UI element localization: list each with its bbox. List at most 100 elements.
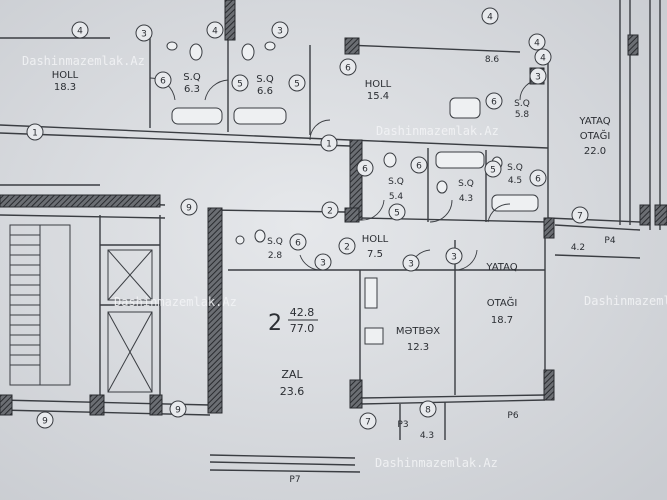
ref-circle-label: 4 xyxy=(487,13,493,23)
ref-circle-c1b: 1 xyxy=(320,134,338,152)
ref-circle-c5c: 5 xyxy=(388,203,406,221)
ref-circle-c6c: 6 xyxy=(485,92,503,110)
ref-circle-label: 6 xyxy=(295,239,301,249)
ref-circle-label: 3 xyxy=(320,259,326,269)
room-area-sq-d: 5.4 xyxy=(389,192,404,202)
apartment-total-area: 77.0 xyxy=(290,322,315,335)
watermark-3: Dashinmazemlak.Az xyxy=(114,295,237,309)
ref-circle-label: 1 xyxy=(32,129,38,139)
ref-circle-c9c: 9 xyxy=(169,400,187,418)
ref-circle-c3a: 3 xyxy=(135,24,153,42)
ref-circle-label: 2 xyxy=(344,243,350,253)
ref-circle-label: 5 xyxy=(237,80,243,90)
ref-circle-label: 4 xyxy=(534,39,540,49)
room-area-sq-b: 6.6 xyxy=(257,86,273,97)
ref-circle-label: 7 xyxy=(577,212,583,222)
room-name-sq-g: S.Q xyxy=(267,237,283,247)
balcony-area-4-2: 4.2 xyxy=(571,243,585,253)
room-name-yataq-right-2: OTAĞI xyxy=(487,296,518,309)
ref-circle-c7b: 7 xyxy=(359,412,377,430)
ref-circle-c6f: 6 xyxy=(529,169,547,187)
ref-circle-label: 9 xyxy=(42,417,48,427)
ref-circle-c4e: 4 xyxy=(534,48,552,66)
area-8-6: 8.6 xyxy=(485,55,500,65)
ref-circle-c9a: 9 xyxy=(180,198,198,216)
room-name-zal: ZAL xyxy=(281,368,303,381)
ref-circle-label: 5 xyxy=(394,209,400,219)
ref-circle-c5b: 5 xyxy=(288,74,306,92)
mark-p6: P6 xyxy=(507,411,518,421)
ref-circle-label: 3 xyxy=(451,253,457,263)
watermark-5: Dashinmazemlak.Az xyxy=(375,456,498,470)
ref-circle-label: 4 xyxy=(540,54,546,64)
room-area-metbex: 12.3 xyxy=(407,342,429,353)
ref-circle-label: 1 xyxy=(326,140,332,150)
ref-circle-label: 4 xyxy=(77,27,83,37)
ref-circle-label: 6 xyxy=(345,64,351,74)
watermark-4: Dashinmazemlak.Az xyxy=(584,294,667,308)
ref-circle-label: 9 xyxy=(175,406,181,416)
balcony-area-4-3: 4.3 xyxy=(420,431,434,441)
ref-circle-label: 8 xyxy=(425,406,431,416)
ref-circle-c4b: 4 xyxy=(206,21,224,39)
walls xyxy=(0,0,661,473)
room-area-sq-e: 4.3 xyxy=(459,194,473,204)
ref-circle-label: 5 xyxy=(294,80,300,90)
ref-circle-c9b: 9 xyxy=(36,411,54,429)
ref-circle-label: 3 xyxy=(141,30,147,40)
room-name-yataq-topright-1: YATAQ xyxy=(578,116,610,127)
ref-circle-label: 3 xyxy=(277,27,283,37)
ref-circle-c4a: 4 xyxy=(71,21,89,39)
ref-circle-label: 6 xyxy=(416,162,422,172)
watermarks: Dashinmazemlak.Az Dashinmazemlak.Az Dash… xyxy=(22,54,667,470)
ref-circle-label: 3 xyxy=(408,260,414,270)
ref-circle-label: 6 xyxy=(362,165,368,175)
ref-circle-c4c: 4 xyxy=(481,7,499,25)
room-labels: HOLL 18.3 S.Q 6.3 S.Q 6.6 HOLL 15.4 8.6 … xyxy=(52,55,611,441)
room-area-zal: 23.6 xyxy=(280,385,305,398)
balcony-marks: P4 P3 P6 P7 xyxy=(289,236,615,485)
room-area-yataq-right: 18.7 xyxy=(491,315,513,326)
room-area-sq-c: 5.8 xyxy=(515,110,530,120)
ref-circle-c6b: 6 xyxy=(339,58,357,76)
ref-circle-c6e: 6 xyxy=(410,156,428,174)
apartment-area-label: 2 42.8 77.0 xyxy=(268,306,318,336)
ref-circle-c8a: 8 xyxy=(419,400,437,418)
room-area-holl-mid: 7.5 xyxy=(367,249,383,260)
ref-circle-label: 3 xyxy=(535,73,541,83)
ref-circle-c2a: 2 xyxy=(321,201,339,219)
room-area-holl-topleft: 18.3 xyxy=(54,82,76,93)
mark-p4: P4 xyxy=(604,236,615,246)
room-area-sq-f: 4.5 xyxy=(508,176,522,186)
ref-circle-label: 6 xyxy=(535,175,541,185)
ref-circle-c5a: 5 xyxy=(231,74,249,92)
ref-circle-label: 6 xyxy=(160,77,166,87)
room-name-sq-a: S.Q xyxy=(183,72,201,83)
room-name-holl-top: HOLL xyxy=(365,79,392,90)
ref-circle-c3e: 3 xyxy=(402,254,420,272)
watermark-2: Dashinmazemlak.Az xyxy=(376,124,499,138)
ref-circle-label: 7 xyxy=(365,418,371,428)
room-name-sq-f: S.Q xyxy=(507,163,523,173)
ref-circle-c5d: 5 xyxy=(484,160,502,178)
apartment-number: 2 xyxy=(268,311,282,336)
ref-circle-c3d: 3 xyxy=(314,253,332,271)
ref-circle-c4d: 4 xyxy=(528,33,546,51)
room-name-yataq-right-1: YATAQ xyxy=(485,262,517,273)
room-area-sq-g: 2.8 xyxy=(268,251,283,261)
ref-circle-c6d: 6 xyxy=(356,159,374,177)
ref-circle-label: 5 xyxy=(490,166,496,176)
ref-circle-c7a: 7 xyxy=(571,206,589,224)
room-name-holl-mid: HOLL xyxy=(362,234,389,245)
room-name-sq-e: S.Q xyxy=(458,179,474,189)
apartment-living-area: 42.8 xyxy=(290,306,315,319)
room-name-sq-d: S.Q xyxy=(388,177,404,187)
room-area-yataq-topright: 22.0 xyxy=(584,146,606,157)
room-area-holl-top: 15.4 xyxy=(367,91,389,102)
mark-p3: P3 xyxy=(397,420,408,430)
ref-circle-c2b: 2 xyxy=(338,237,356,255)
staircase xyxy=(9,224,71,386)
ref-circle-label: 9 xyxy=(186,204,192,214)
room-name-yataq-topright-2: OTAĞI xyxy=(580,129,611,142)
